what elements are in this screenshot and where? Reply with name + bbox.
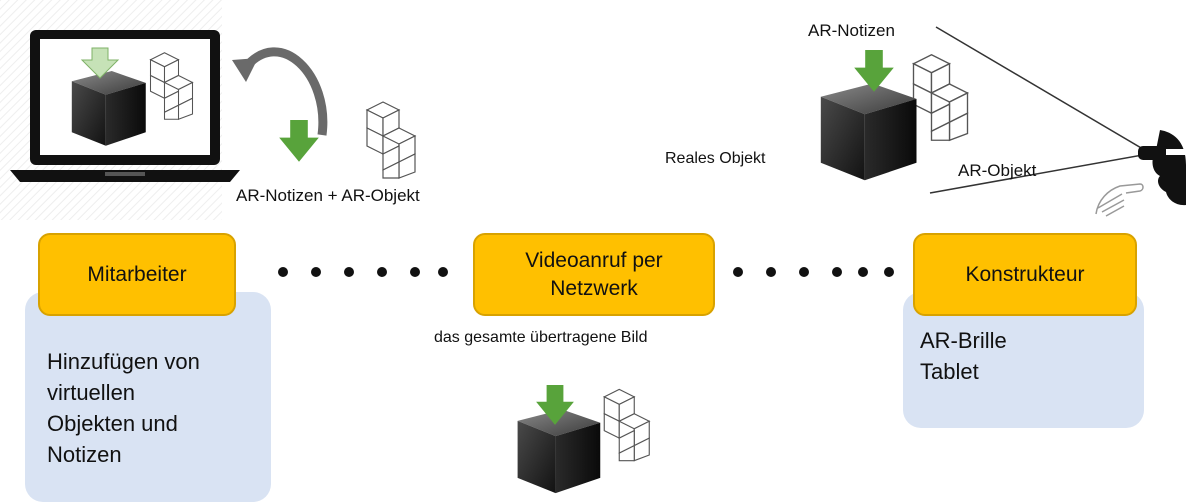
dotted-connector-right — [733, 267, 894, 277]
real-dark-cube-icon — [820, 83, 917, 181]
view-line-bottom — [929, 153, 1149, 194]
head-with-ar-glasses-icon — [1138, 130, 1186, 206]
center-wire-cubes-icon — [603, 388, 650, 462]
laptop-arrow-icon — [80, 47, 120, 79]
node-videoanruf: Videoanruf per Netzwerk — [473, 233, 715, 316]
dotted-connector-left — [278, 267, 448, 277]
left-description-panel: Hinzufügen von virtuellen Objekten und N… — [25, 292, 271, 502]
ar-green-arrow-icon — [854, 50, 894, 92]
green-arrow-icon — [279, 120, 319, 162]
center-dark-cube-icon — [517, 409, 601, 494]
left-description-line: Hinzufügen von — [47, 349, 200, 374]
real-object-label: Reales Objekt — [665, 150, 766, 167]
node-videoanruf-line: Videoanruf per — [525, 248, 663, 272]
node-mitarbeiter-label: Mitarbeiter — [87, 262, 187, 286]
node-konstrukteur: Konstrukteur — [913, 233, 1137, 316]
left-description-line: Objekten und — [47, 411, 178, 436]
laptop-dark-cube-icon — [71, 71, 146, 146]
ar-wire-cubes-icon — [912, 53, 969, 142]
hand-icon — [1095, 183, 1144, 217]
node-konstrukteur-label: Konstrukteur — [965, 262, 1085, 286]
right-description-line: Tablet — [920, 359, 979, 384]
right-description-line: AR-Brille — [920, 328, 1007, 353]
wire-cubes-icon — [366, 101, 416, 179]
laptop-caption: AR-Notizen + AR-Objekt — [236, 186, 420, 205]
left-description-line: virtuellen — [47, 380, 136, 405]
rotate-arrow-icon — [232, 47, 328, 136]
left-description-line: Notizen — [47, 442, 122, 467]
view-line-top — [935, 26, 1149, 153]
center-caption: das gesamte übertragene Bild — [434, 329, 648, 346]
ar-notes-label: AR-Notizen — [808, 21, 895, 40]
node-mitarbeiter: Mitarbeiter — [38, 233, 236, 316]
ar-object-label: AR-Objekt — [958, 161, 1037, 180]
node-videoanruf-line: Netzwerk — [550, 276, 638, 300]
